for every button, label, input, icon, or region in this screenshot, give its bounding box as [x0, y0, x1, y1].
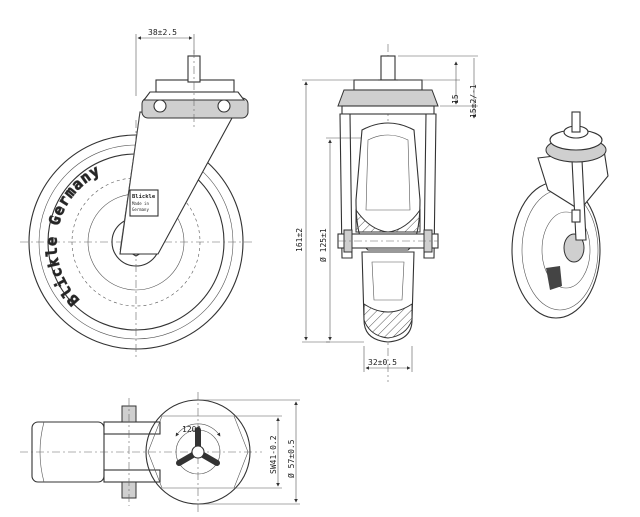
fork-right — [423, 113, 437, 259]
dim-angle: 120° — [182, 425, 201, 434]
fork-left — [339, 113, 353, 259]
hub-section — [355, 208, 421, 233]
dim-tread-width: 32±0.5 — [368, 358, 397, 367]
label-brand: Blickle — [132, 194, 156, 200]
dim-wheel-diameter: Ø 125±1 — [318, 228, 328, 262]
front-section-view: 161±2 Ø 125±1 15 15±2/-1 32±0.5 — [295, 44, 478, 382]
side-view: Blickle Made in Germany Blickle Germany … — [20, 28, 252, 360]
tyre-brand-text: Blickle Germany — [42, 161, 103, 309]
dim-overall-height: 161±2 — [295, 228, 304, 252]
front-threaded-stem — [380, 55, 396, 81]
tread-section — [363, 303, 413, 339]
top-view: 120° SW41-0.2 Ø 57±0.5 — [20, 392, 300, 512]
dim-thread-length-tol: 15±2/-1 — [469, 84, 478, 118]
brand-label — [129, 189, 159, 217]
dim-thread-length: 15 — [451, 94, 460, 104]
dim-bracket-offset: 38±2.5 — [148, 28, 177, 37]
label-line2: Made in — [132, 201, 149, 206]
dim-plate-diameter: Ø 57±0.5 — [286, 439, 296, 478]
perspective-view — [511, 111, 609, 319]
perspective-stem — [571, 111, 581, 133]
dim-wrench-size: SW41-0.2 — [269, 435, 278, 474]
label-line3: Germany — [132, 207, 149, 212]
front-swivel-head — [337, 89, 439, 107]
